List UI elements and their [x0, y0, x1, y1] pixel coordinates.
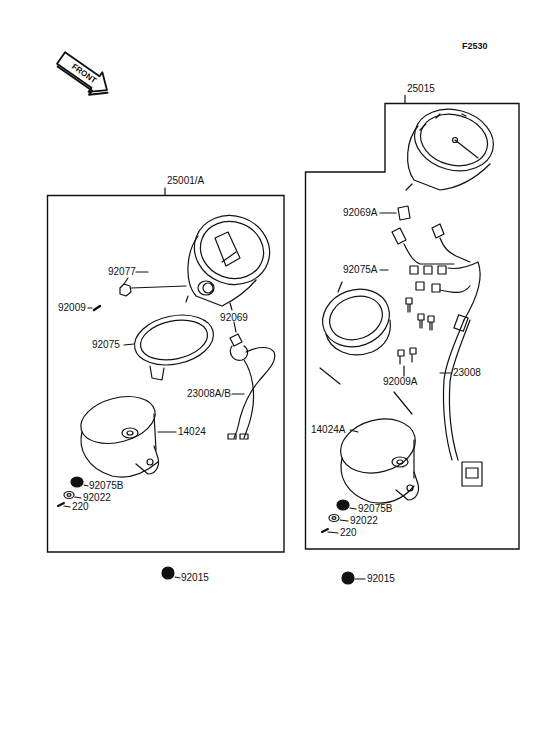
callout-number: 92075B	[89, 480, 123, 492]
callout-number: 92009A	[383, 376, 417, 388]
tachometer	[406, 101, 500, 190]
callout-number: 92075A	[343, 264, 377, 276]
group-number: 25001/A	[165, 175, 206, 187]
screws	[398, 298, 434, 376]
front-arrow	[53, 48, 115, 103]
meter-cover	[335, 411, 422, 503]
speedometer	[185, 205, 280, 310]
figure-code: F2530	[462, 40, 488, 52]
bulb-socket	[228, 322, 275, 439]
parts-group-frame: 25001/A	[47, 195, 285, 553]
callout-number: 92069A	[343, 207, 377, 219]
callout-number: 92075	[92, 339, 120, 351]
callout-number: 92077	[108, 266, 136, 278]
callout-number: 14024	[178, 426, 206, 438]
grommet	[162, 567, 365, 584]
callout-number: 92022	[350, 515, 378, 527]
callout-number: 14024A	[311, 424, 345, 436]
meter-cover	[76, 389, 176, 477]
callout-number: 23008	[453, 367, 481, 379]
callout-number: 92069	[220, 312, 248, 324]
callout-number: 92015	[181, 572, 209, 584]
ring	[124, 308, 218, 380]
callout-number: 220	[72, 501, 89, 513]
callout-number: 92009	[58, 302, 86, 314]
frame-outline	[305, 103, 520, 550]
parts-group-frame: 25015	[305, 103, 520, 550]
callout-number: 23008A/B	[187, 388, 231, 400]
bulb	[398, 206, 410, 220]
frame-outline	[47, 195, 285, 553]
callout-number: 92075B	[358, 503, 392, 515]
screw	[94, 306, 100, 310]
group-number: 25015	[405, 83, 437, 95]
leader-line	[404, 95, 405, 103]
callout-number: 92015	[367, 573, 395, 585]
nut	[120, 284, 131, 296]
callout-number: 220	[340, 527, 357, 539]
leader-line	[164, 188, 165, 195]
wiring-harness	[392, 224, 482, 486]
ring	[314, 280, 412, 414]
